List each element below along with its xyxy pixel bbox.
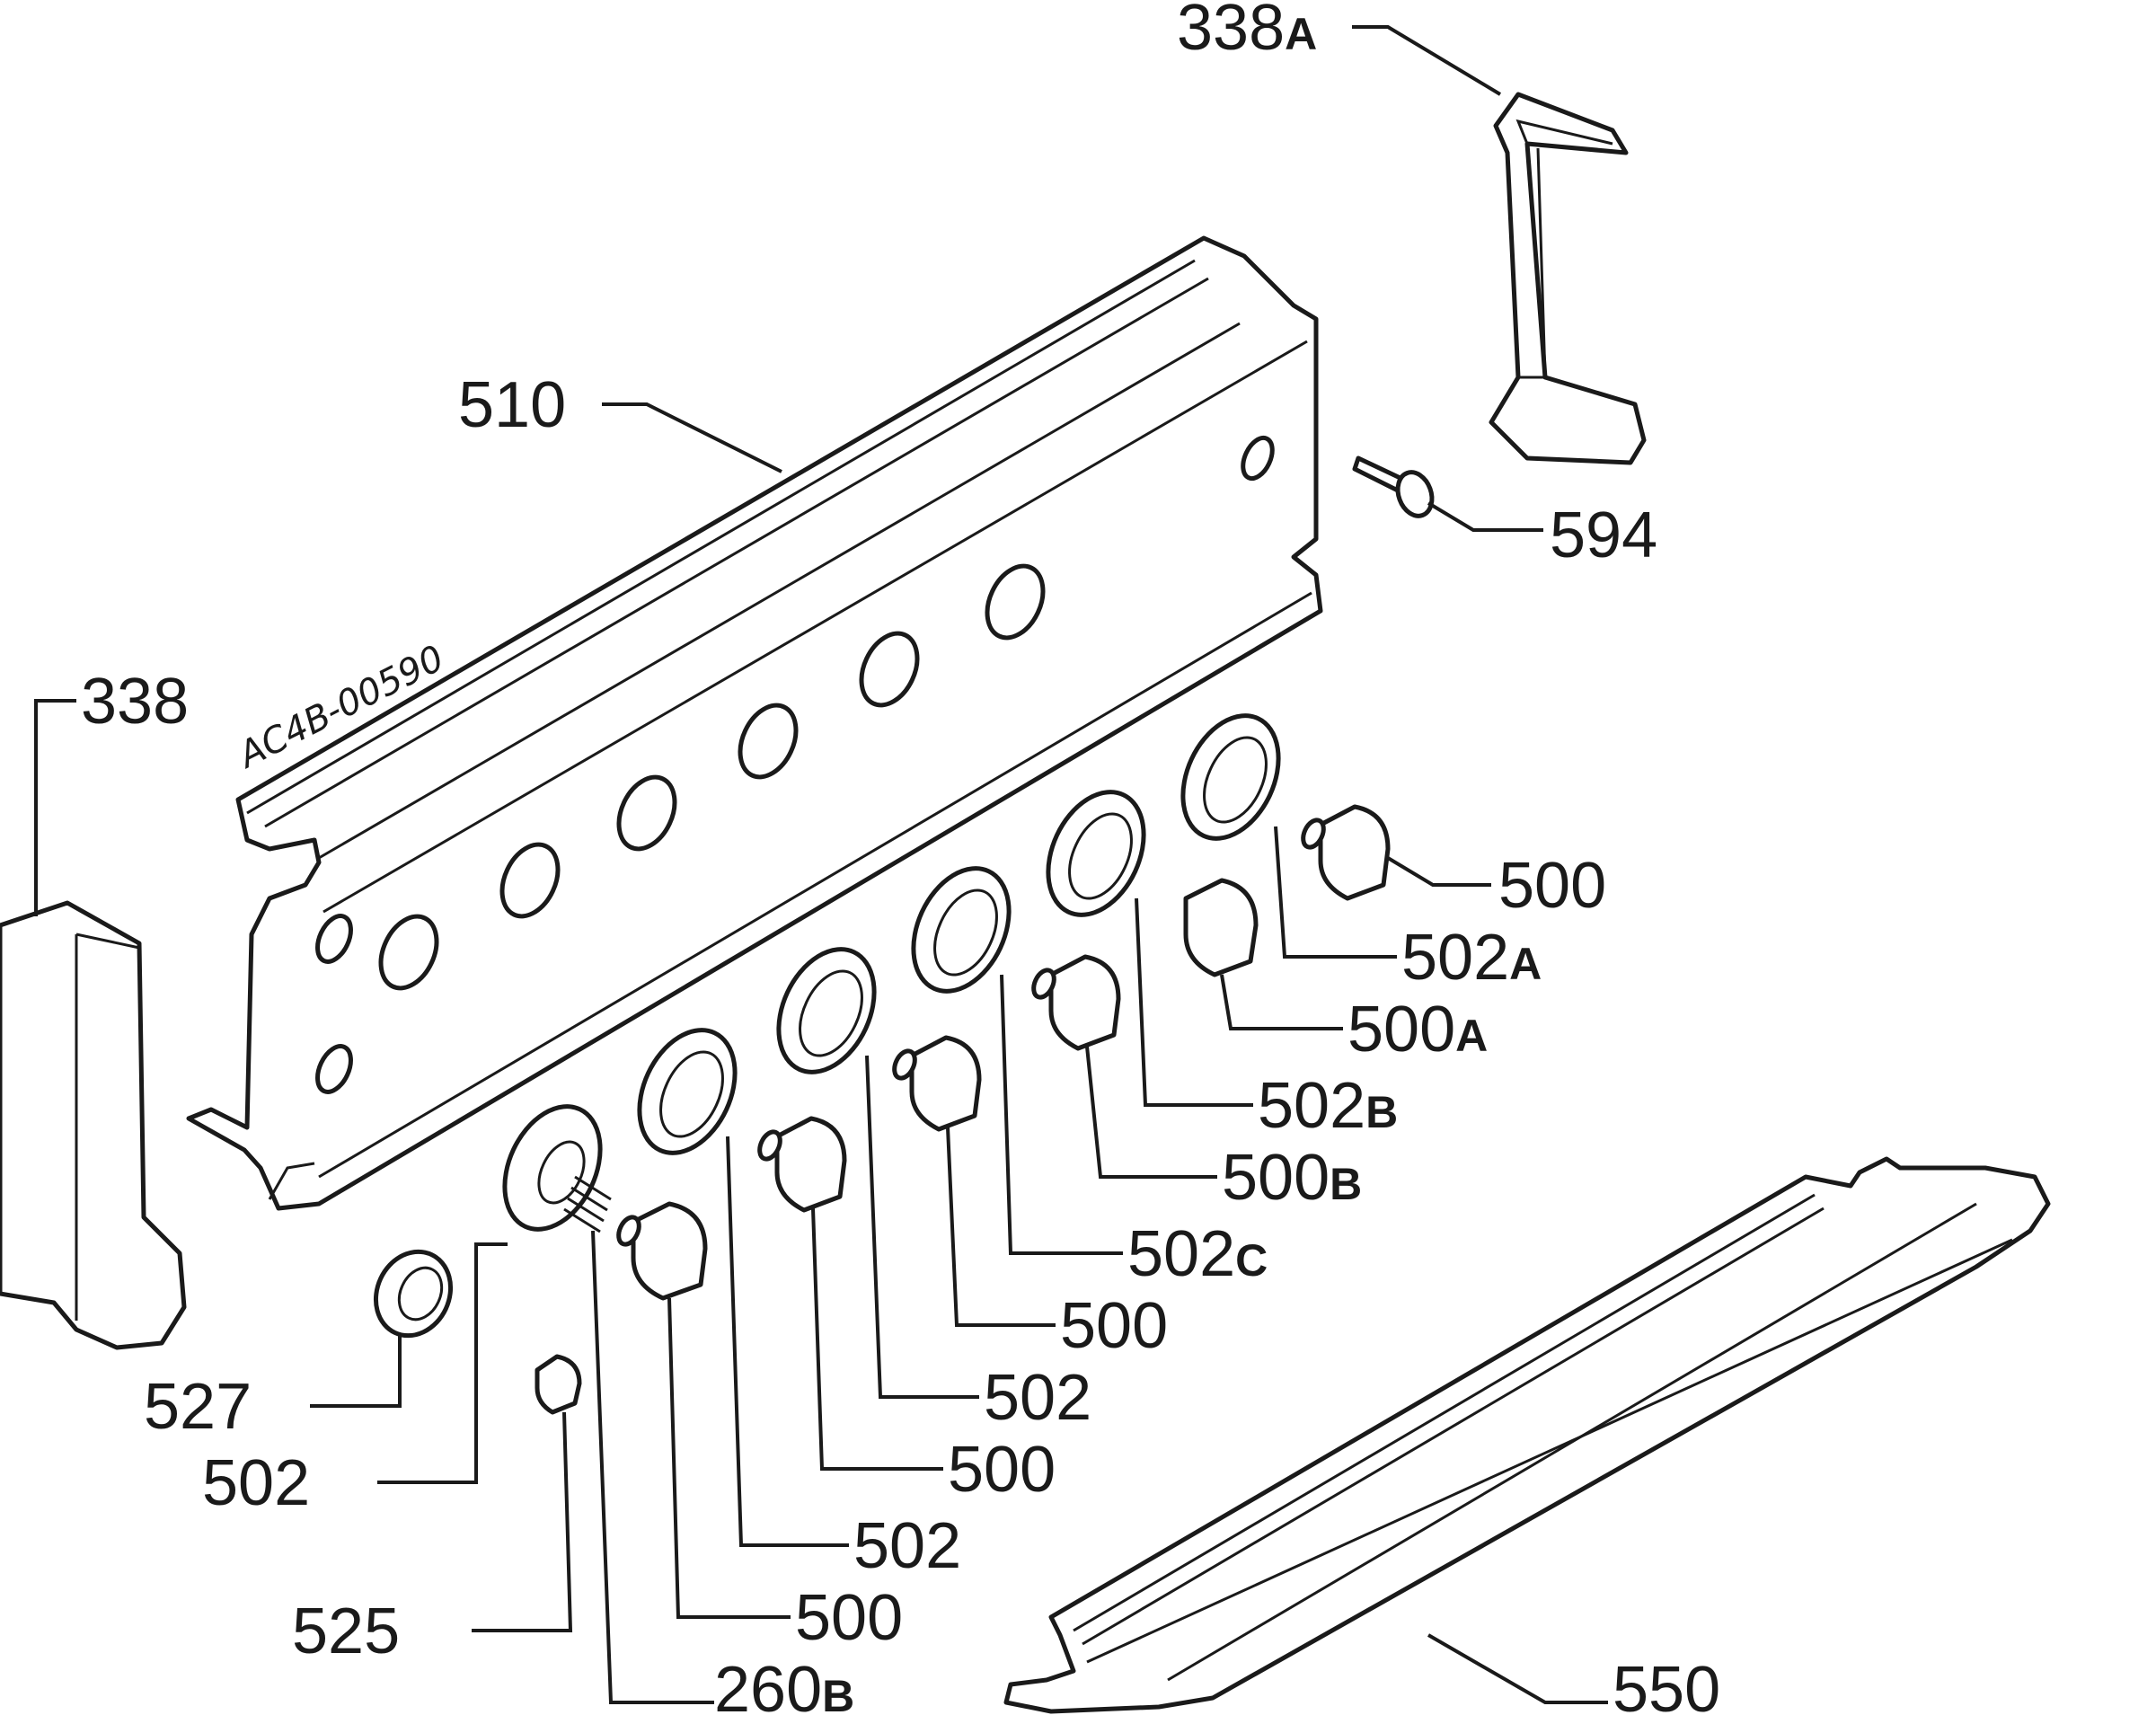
part-500-knob-1: [1301, 804, 1391, 901]
label-500a: 500A: [1348, 994, 1488, 1065]
part-502a-grommet: [1180, 713, 1281, 841]
label-502c: 502C: [1127, 1218, 1268, 1290]
label-500-2: 500: [1060, 1290, 1168, 1362]
label-260b: 260B: [714, 1654, 854, 1715]
label-500-3: 500: [948, 1434, 1056, 1506]
label-510: 510: [458, 369, 566, 441]
part-500-knob-3: [757, 1116, 847, 1213]
part-500-knob-4: [616, 1201, 708, 1301]
part-338a-handle: [1489, 92, 1647, 465]
label-500b: 500B: [1222, 1142, 1362, 1214]
leader-lines: [34, 25, 1608, 1704]
leader-500-4: [667, 1297, 791, 1619]
leader-500-3: [811, 1207, 943, 1471]
leader-502b: [1135, 897, 1253, 1107]
leader-502-2: [377, 1242, 508, 1484]
label-338: 338: [81, 666, 189, 738]
leader-502-3: [726, 1136, 849, 1547]
label-502a: 502A: [1401, 922, 1542, 994]
leader-500-1: [1386, 856, 1491, 887]
part-500a-knob: [1183, 878, 1259, 977]
leader-527: [310, 1334, 402, 1408]
part-525-bushing: [535, 1354, 582, 1415]
label-502-3: 502: [853, 1510, 961, 1582]
leader-510: [602, 402, 782, 473]
leader-502-1: [865, 1055, 979, 1399]
leader-525: [472, 1411, 573, 1632]
part-260b-spring: [563, 1175, 612, 1233]
label-500-1: 500: [1498, 850, 1606, 922]
part-502c-grommet: [911, 866, 1012, 994]
leader-500-2: [946, 1127, 1056, 1327]
part-502-grommet-1: [776, 947, 877, 1074]
part-550-cover-strip: [1003, 1156, 2051, 1714]
part-527-washer: [373, 1249, 454, 1339]
label-550: 550: [1613, 1654, 1720, 1715]
part-502-grommet-3: [502, 1104, 603, 1232]
labels: 338A 510 594 338 500 502A 500A 502B 500B…: [81, 0, 1720, 1715]
label-500-4: 500: [795, 1582, 903, 1654]
label-502b: 502B: [1258, 1070, 1398, 1142]
leader-260b: [591, 1230, 714, 1704]
label-502-1: 502: [984, 1362, 1091, 1434]
part-500b-knob: [1031, 954, 1121, 1051]
leader-500a: [1220, 974, 1343, 1030]
part-338-end-cap: [0, 900, 187, 1350]
label-525: 525: [292, 1596, 400, 1667]
leader-500b: [1085, 1046, 1217, 1179]
label-502-2: 502: [202, 1447, 310, 1519]
part-502b-grommet: [1046, 790, 1146, 917]
leader-338a: [1352, 25, 1502, 96]
part-594-screw: [1352, 455, 1435, 518]
leader-338: [34, 699, 76, 916]
label-527: 527: [144, 1371, 252, 1443]
label-594: 594: [1550, 499, 1657, 571]
part-502-grommet-2: [637, 1028, 738, 1155]
leader-550: [1427, 1633, 1608, 1704]
part-510-rail: [186, 235, 1323, 1211]
leader-502c: [1000, 974, 1123, 1255]
part-500-knob-2: [892, 1035, 982, 1132]
label-338a: 338A: [1177, 0, 1317, 64]
leader-594: [1427, 501, 1543, 532]
leader-502a: [1274, 826, 1397, 959]
